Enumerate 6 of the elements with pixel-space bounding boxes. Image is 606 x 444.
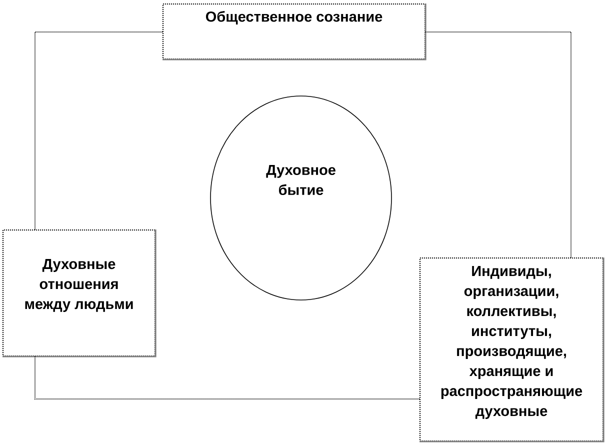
text-box: Общественное сознание	[162, 4, 426, 60]
text-box: Индивиды, организации, коллективы, институты, производящие, хранящие и распространяющие духовные	[420, 258, 604, 442]
connector-line	[425, 32, 572, 258]
text-box: Духовные отношения между людьми	[2, 230, 156, 358]
connector-line	[34, 356, 420, 400]
connector-line	[34, 32, 163, 230]
